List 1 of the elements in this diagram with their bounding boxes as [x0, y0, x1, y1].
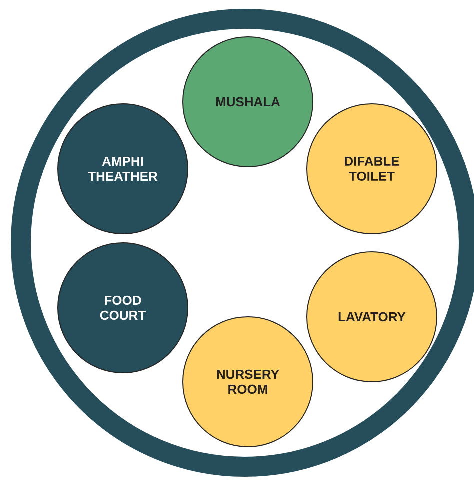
ring — [11, 9, 474, 477]
